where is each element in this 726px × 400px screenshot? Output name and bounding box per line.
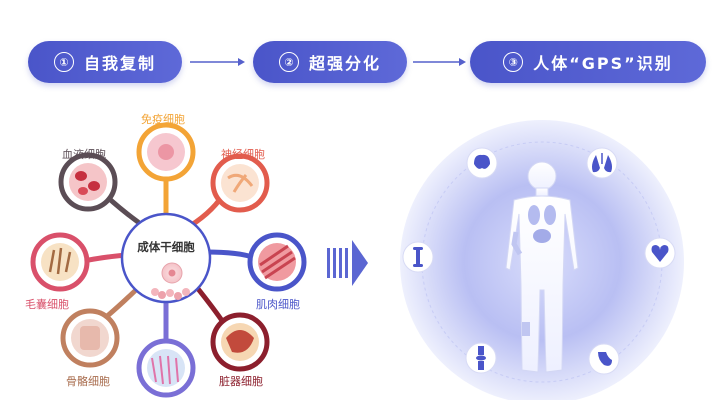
cell-cluster-icon: [151, 288, 190, 300]
knee-joint-icon: [465, 342, 497, 374]
organ-cell-label: 脏器细胞: [219, 375, 263, 388]
muscle-cell-label: 肌肉细胞: [256, 298, 300, 311]
cell-bottom: [136, 338, 196, 398]
heart-icon: [644, 237, 676, 269]
chevron-arrow-icon: [327, 240, 368, 286]
cell-nerve: [210, 153, 270, 213]
blood-cell-label: 血液细胞: [62, 148, 106, 161]
immune-cell-label: 免疫细胞: [141, 113, 185, 126]
cell-organ: [210, 312, 270, 372]
organs-highlight: [511, 205, 556, 336]
cell-blood: [58, 152, 118, 212]
nerve-cell-label: 神经细胞: [221, 148, 265, 161]
step-2-number: ②: [278, 52, 299, 72]
step-2-pill: ② 超强分化: [253, 41, 407, 83]
adult-stem-cell-hub: [120, 212, 212, 304]
step-3-number: ③: [503, 52, 524, 72]
arrow-right-icon: [190, 58, 245, 66]
stomach-icon: [588, 343, 620, 375]
step-1-label: 自我复制: [83, 54, 156, 73]
bone-cell-label: 骨骼细胞: [66, 375, 110, 388]
step-3-pill: ③ 人体“GPS”识别: [470, 41, 706, 83]
bone-icon: [402, 241, 434, 273]
brain-icon: [466, 147, 498, 179]
step-3-label: 人体“GPS”识别: [533, 54, 673, 73]
step-2-label: 超强分化: [308, 54, 381, 73]
cell-muscle: [247, 232, 307, 292]
cell-hair-follicle: [30, 232, 90, 292]
step-1-pill: ① 自我复制: [28, 41, 182, 83]
arrow-right-icon: [413, 58, 466, 66]
cell-bone: [60, 308, 120, 368]
lungs-icon: [586, 147, 618, 179]
adult-stem-cell-label: 成体干细胞: [137, 240, 195, 254]
hair-follicle-cell-label: 毛囊细胞: [25, 298, 69, 311]
cell-immune: [136, 122, 196, 182]
step-1-number: ①: [53, 52, 74, 72]
